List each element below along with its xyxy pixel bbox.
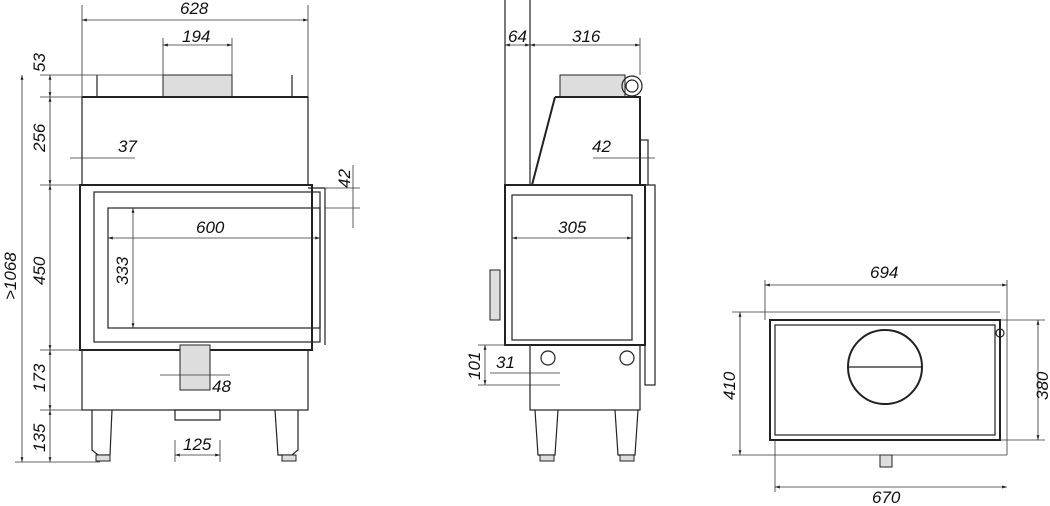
dim-frame-height: 450 xyxy=(30,256,49,285)
dim-frame-offset: 42 xyxy=(335,169,354,188)
dim-top-offset: 53 xyxy=(30,53,49,72)
dim-top-depth-body: 380 xyxy=(1033,371,1050,400)
dim-inlet-height: 101 xyxy=(465,352,484,380)
dim-side-offset: 37 xyxy=(118,137,137,156)
dim-air-inlet: 48 xyxy=(212,377,231,396)
side-view: 64 316 42 305 101 31 xyxy=(465,0,656,462)
dim-upper-height: 256 xyxy=(30,123,49,153)
dim-rear-offset: 42 xyxy=(592,137,611,156)
dim-total-height: >1068 xyxy=(1,252,20,300)
dim-depth: 316 xyxy=(572,27,601,46)
top-view: 694 410 380 670 xyxy=(720,263,1050,506)
dim-leg-height: 135 xyxy=(30,423,49,452)
dim-front-width: 628 xyxy=(180,0,209,18)
dim-inlet-offset: 31 xyxy=(496,353,515,372)
front-view: 628 194 53 256 450 173 135 >1068 37 42 6… xyxy=(1,0,360,463)
dim-leg-spacing: 125 xyxy=(183,435,212,454)
dim-top-width-total: 694 xyxy=(870,263,898,282)
dim-glass-depth: 305 xyxy=(558,218,587,237)
dim-glass-width: 600 xyxy=(196,218,225,237)
dim-front-depth: 64 xyxy=(508,27,527,46)
dim-glass-height: 333 xyxy=(113,256,132,285)
dim-base-height: 173 xyxy=(30,363,49,392)
dim-top-depth-total: 410 xyxy=(720,371,739,400)
dim-top-width-body: 670 xyxy=(872,488,901,506)
dim-flue-width: 194 xyxy=(182,27,210,46)
